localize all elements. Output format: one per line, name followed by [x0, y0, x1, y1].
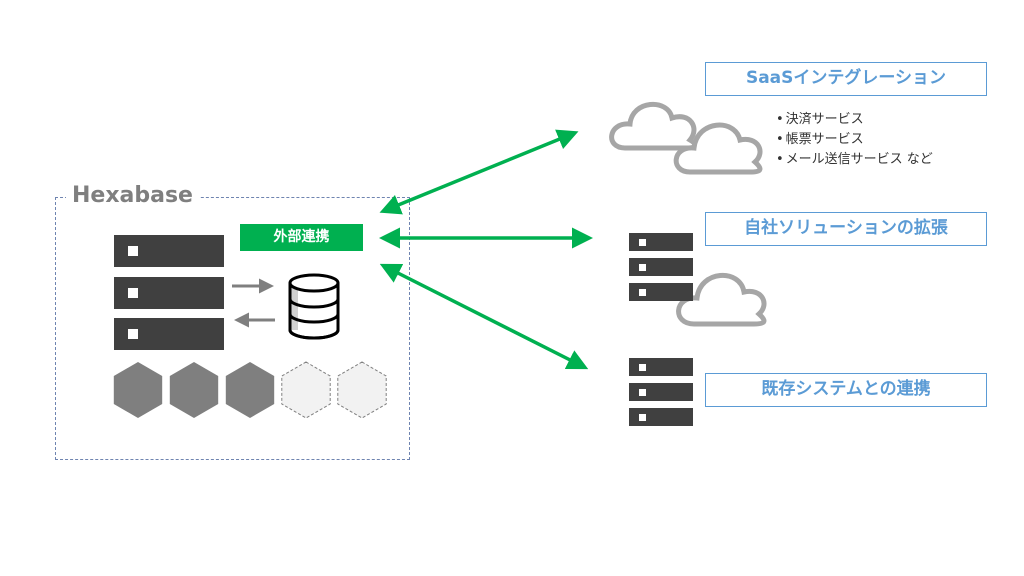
server-led-icon — [639, 239, 646, 246]
arrow-legacy — [379, 263, 589, 370]
server-led-icon — [639, 289, 646, 296]
server-unit — [114, 318, 224, 350]
list-item: 帳票サービス — [776, 130, 933, 150]
arrow-saas — [379, 129, 579, 215]
list-item: メール送信サービス など — [776, 150, 933, 170]
list-item: 決済サービス — [776, 110, 933, 130]
server-unit — [629, 408, 693, 426]
server-unit — [629, 358, 693, 376]
cloud-icon — [609, 101, 699, 151]
server-unit — [114, 235, 224, 267]
server-unit — [629, 283, 693, 301]
hexagon-filled — [225, 362, 275, 418]
database-icon — [288, 273, 340, 340]
server-led-icon — [128, 329, 138, 339]
hexagon-empty — [281, 361, 331, 419]
server-led-icon — [128, 246, 138, 256]
hexagon-filled — [113, 362, 163, 418]
external-link-label: 外部連携 — [240, 224, 363, 251]
server-unit — [629, 233, 693, 251]
server-led-icon — [128, 288, 138, 298]
server-led-icon — [639, 389, 646, 396]
hexabase-title: Hexabase — [66, 182, 199, 210]
server-led-icon — [639, 264, 646, 271]
saas-integration-label: SaaSインテグレーション — [705, 62, 987, 96]
server-led-icon — [639, 364, 646, 371]
solution-extension-label: 自社ソリューションの拡張 — [705, 212, 987, 246]
legacy-integration-label: 既存システムとの連携 — [705, 373, 987, 407]
server-unit — [629, 383, 693, 401]
hexagon-filled — [169, 362, 219, 418]
saas-service-list: 決済サービス 帳票サービス メール送信サービス など — [776, 110, 933, 170]
cloud-icon — [673, 122, 763, 175]
hexagon-empty — [337, 361, 387, 419]
server-unit — [114, 277, 224, 309]
cloud-icon — [676, 273, 767, 327]
server-unit — [629, 258, 693, 276]
server-led-icon — [639, 414, 646, 421]
